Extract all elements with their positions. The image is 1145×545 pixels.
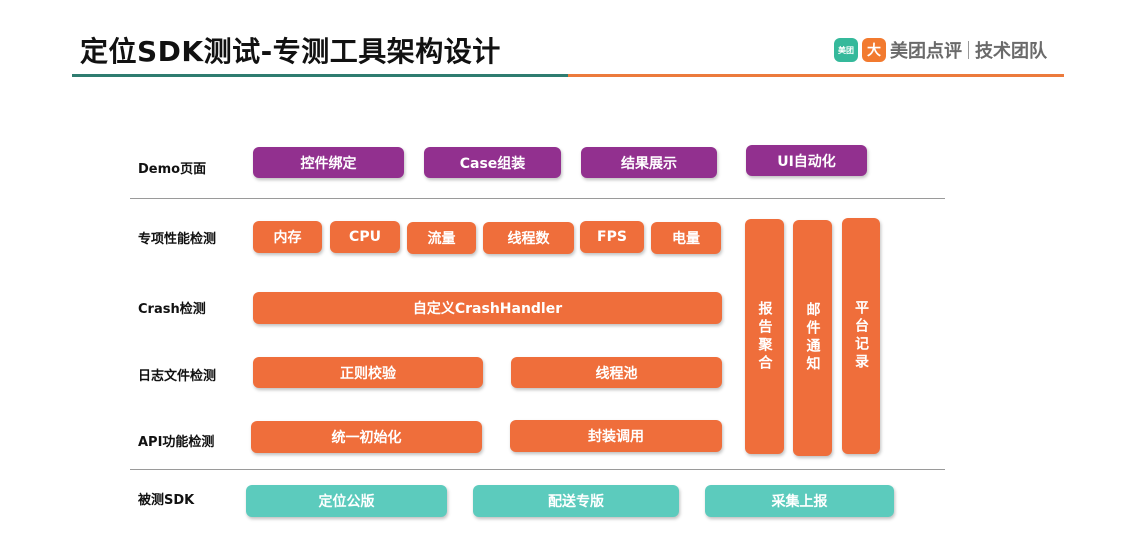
divider-bottom [130,469,945,470]
divider-top [130,198,945,199]
side-box-email: 邮件通知 [793,220,832,456]
dianping-logo-icon: 大 [862,38,886,62]
perf-box-traffic: 流量 [407,222,476,254]
sdk-box-delivery: 配送专版 [473,485,679,517]
row-label-log: 日志文件检测 [138,369,217,384]
brand-name: 美团点评 [890,41,962,62]
perf-box-cpu: CPU [330,221,400,253]
row-label-demo: Demo页面 [138,162,207,177]
header-rule-green [72,74,568,77]
side-box-report-label: 报告聚合 [756,300,773,373]
demo-box-1: 控件绑定 [253,147,404,178]
perf-box-memory: 内存 [253,221,322,253]
perf-box-power: 电量 [651,222,721,254]
demo-box-2: Case组装 [424,147,561,178]
team-name: 技术团队 [975,41,1047,62]
crash-box-handler: 自定义CrashHandler [253,292,722,324]
row-label-sdk: 被测SDK [138,493,195,508]
demo-box-4: UI自动化 [746,145,867,176]
page-title: 定位SDK测试-专测工具架构设计 [80,35,501,68]
api-box-init: 统一初始化 [251,421,482,453]
sdk-box-collect: 采集上报 [705,485,894,517]
row-label-api: API功能检测 [138,435,215,450]
demo-box-3: 结果展示 [581,147,717,178]
api-box-wrap: 封装调用 [510,420,722,452]
side-box-platform: 平台记录 [842,218,880,454]
row-label-crash: Crash检测 [138,302,206,317]
meituan-logo-icon: 美团 [834,38,858,62]
log-box-regex: 正则校验 [253,357,483,388]
brand-logo: 美团 大 美团点评 技术团队 [834,36,1047,64]
perf-box-threads: 线程数 [483,222,574,254]
side-box-email-label: 邮件通知 [804,302,821,374]
logo-divider [968,41,969,59]
header-rule-orange [568,74,1064,77]
row-label-perf: 专项性能检测 [138,232,217,247]
log-box-threadpool: 线程池 [511,357,722,388]
side-box-platform-label: 平台记录 [853,300,869,372]
sdk-box-public: 定位公版 [246,485,447,517]
side-box-report: 报告聚合 [745,219,784,454]
perf-box-fps: FPS [580,221,644,253]
